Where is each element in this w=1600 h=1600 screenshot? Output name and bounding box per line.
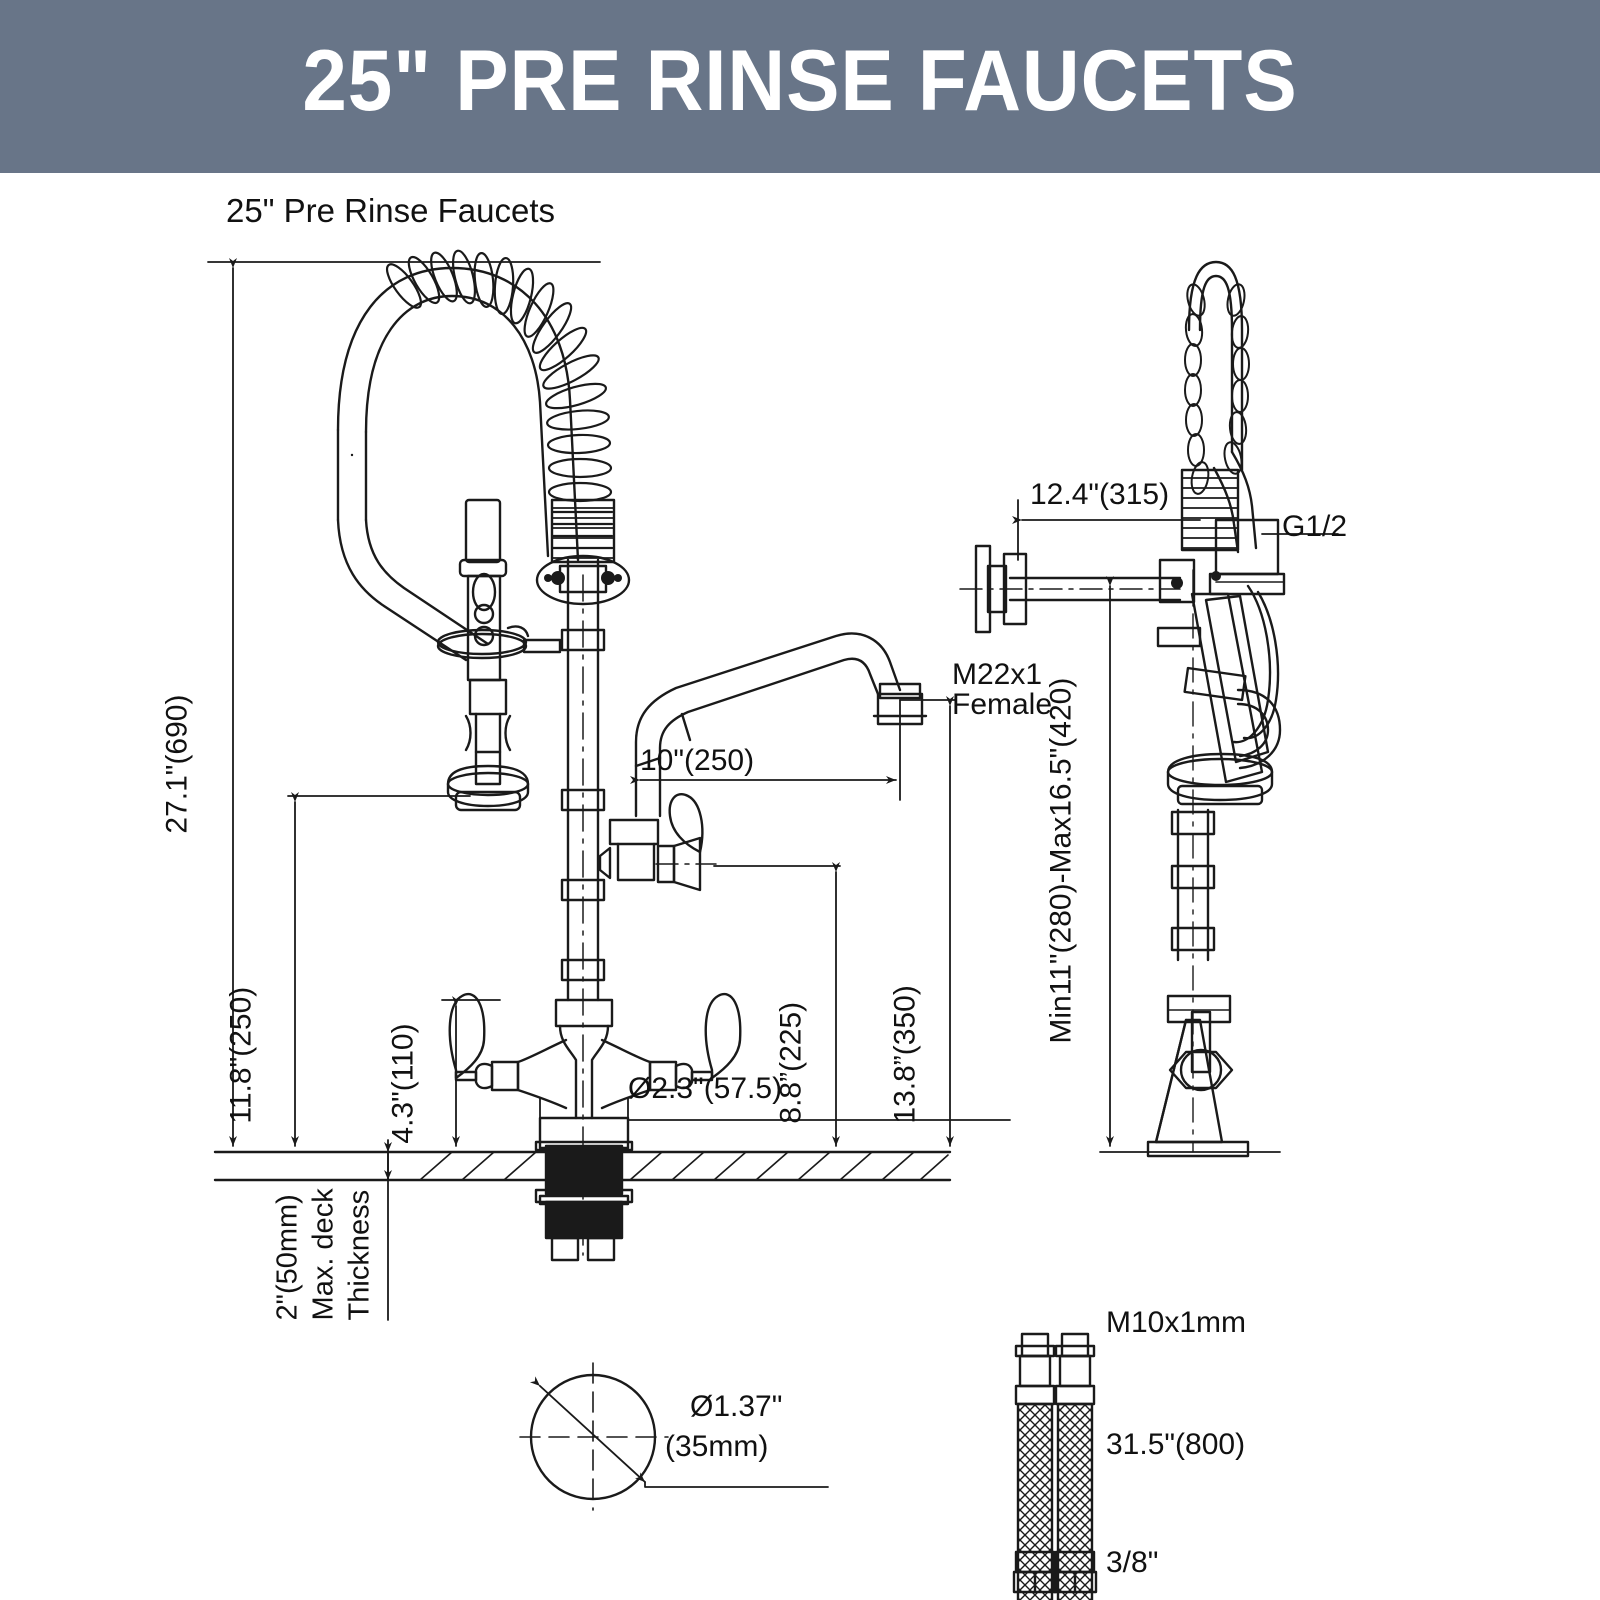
coil-stack-lower xyxy=(551,510,614,550)
side-spray-head xyxy=(1166,752,1274,806)
supply-hose-detail-view xyxy=(1012,1332,1098,1600)
header-banner: 25" PRE RINSE FAUCETS xyxy=(0,0,1600,173)
supply-hose-left xyxy=(1012,1332,1058,1600)
mounting-hole-detail-view xyxy=(519,1362,829,1511)
dim-side-offset: 12.4"(315) xyxy=(1030,478,1170,511)
dim-spray-head-height: 11.8"(250) xyxy=(224,986,258,1124)
callout-hose-top-thread: M10x1mm xyxy=(1106,1306,1247,1339)
dim-deck-thickness-line1: 2"(50mm) xyxy=(271,1194,304,1321)
spring-coil-turns xyxy=(385,249,614,550)
drawing-subtitle: 25" Pre Rinse Faucets xyxy=(226,192,556,229)
dim-deck-thickness-line3: Thickness xyxy=(343,1189,376,1321)
spring-sleeve xyxy=(550,498,616,564)
side-gun-body xyxy=(1156,571,1282,784)
swing-spout xyxy=(634,632,928,818)
dim-overall-height: 27.1"(690) xyxy=(160,694,194,834)
dim-deck-thickness-line2: Max. deck xyxy=(307,1188,340,1321)
dim-side-height-range: Min11"(280)-Max16.5"(420) xyxy=(1044,677,1078,1044)
riser-column xyxy=(560,558,606,1256)
side-inlet-arm xyxy=(959,544,1196,634)
spray-gun xyxy=(436,498,562,812)
side-spring-hose xyxy=(1180,260,1250,552)
side-elevation-view xyxy=(959,260,1339,1158)
riser-bracket xyxy=(535,554,631,606)
spout-control-valve xyxy=(598,793,717,892)
callout-spout-outlet-line2: Female xyxy=(952,688,1053,721)
dim-spout-reach: 10"(250) xyxy=(640,744,755,777)
mounting-shank xyxy=(534,1116,634,1262)
supply-hose-right xyxy=(1052,1332,1098,1600)
dim-body-diameter: Ø2.3"(57.5) xyxy=(628,1072,783,1105)
callout-hose-bottom-thread: 3/8" xyxy=(1106,1546,1159,1579)
dim-hole-diameter-line1: Ø1.37" xyxy=(690,1390,783,1423)
side-inlet-block xyxy=(1208,518,1286,596)
dim-hole-diameter-line2: (35mm) xyxy=(665,1430,769,1463)
side-base-flange xyxy=(1146,994,1250,1158)
dimension-lines-side xyxy=(1012,499,1339,1153)
dim-handle-height: 4.3"(110) xyxy=(386,1023,420,1144)
banner-title: 25" PRE RINSE FAUCETS xyxy=(302,33,1298,129)
dim-hose-length: 31.5"(800) xyxy=(1106,1428,1246,1461)
dimension-lines-front xyxy=(207,258,1011,1321)
callout-inlet-thread: G1/2 xyxy=(1282,510,1348,543)
front-elevation-view xyxy=(207,249,1011,1321)
dim-spout-swing-height: 13.8”(350) xyxy=(888,985,922,1124)
callout-spout-outlet-line1: M22x1 xyxy=(952,658,1043,691)
side-hose-bend xyxy=(1212,450,1258,554)
